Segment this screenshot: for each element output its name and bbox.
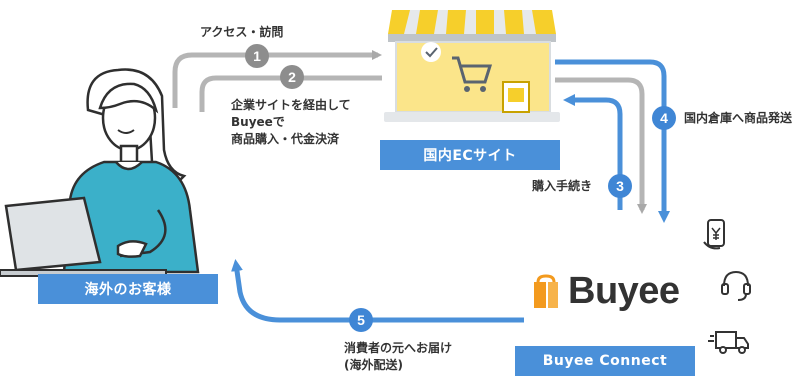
arrow-step-2	[199, 75, 382, 112]
arrow-step-5	[231, 259, 524, 323]
buyee-logo-mark	[534, 274, 558, 308]
step-5-note: 消費者の元へお届け (海外配送)	[344, 340, 452, 374]
step-4-note: 国内倉庫へ商品発送	[684, 111, 793, 125]
step-2-note: 企業サイトを経由して Buyeeで 商品購入・代金決済	[231, 97, 351, 148]
customer-illustration	[0, 68, 200, 277]
step-5-note-line: 消費者の元へお届け	[344, 341, 453, 355]
step-2-note-line: 企業サイトを経由して	[231, 98, 351, 112]
step-1-note: アクセス・訪問	[200, 25, 284, 39]
ec-site-label: 国内ECサイト	[380, 140, 560, 170]
step-1-badge: 1	[245, 44, 269, 68]
step-3-badge: 3	[608, 174, 632, 198]
step-2-note-line: 商品購入・代金決済	[231, 132, 340, 146]
step-5-badge: 5	[349, 308, 373, 332]
step-2-badge: 2	[280, 65, 304, 89]
step-2-note-line: Buyeeで	[231, 115, 285, 129]
arrow-ec-to-buyee	[555, 77, 647, 214]
buyee-logo-text: Buyee	[568, 270, 680, 312]
store-illustration	[384, 10, 560, 122]
arrow-step-1	[172, 50, 382, 108]
arrow-step-4	[555, 59, 670, 223]
buyee-connect-label: Buyee Connect	[515, 346, 695, 376]
customer-label: 海外のお客様	[38, 274, 218, 304]
delivery-truck-icon	[708, 331, 749, 354]
arrow-step-3	[563, 94, 623, 210]
buyee-logo: Buyee	[562, 270, 680, 313]
step-3-note: 購入手続き	[532, 179, 593, 193]
headset-icon	[721, 270, 751, 301]
smartphone-yen-icon	[703, 219, 725, 250]
step-4-badge: 4	[652, 106, 676, 130]
step-5-note-line: (海外配送)	[344, 358, 403, 372]
